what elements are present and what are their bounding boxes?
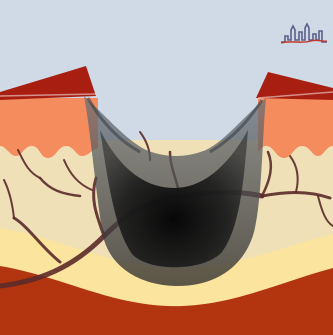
epidermis-left xyxy=(0,98,98,158)
